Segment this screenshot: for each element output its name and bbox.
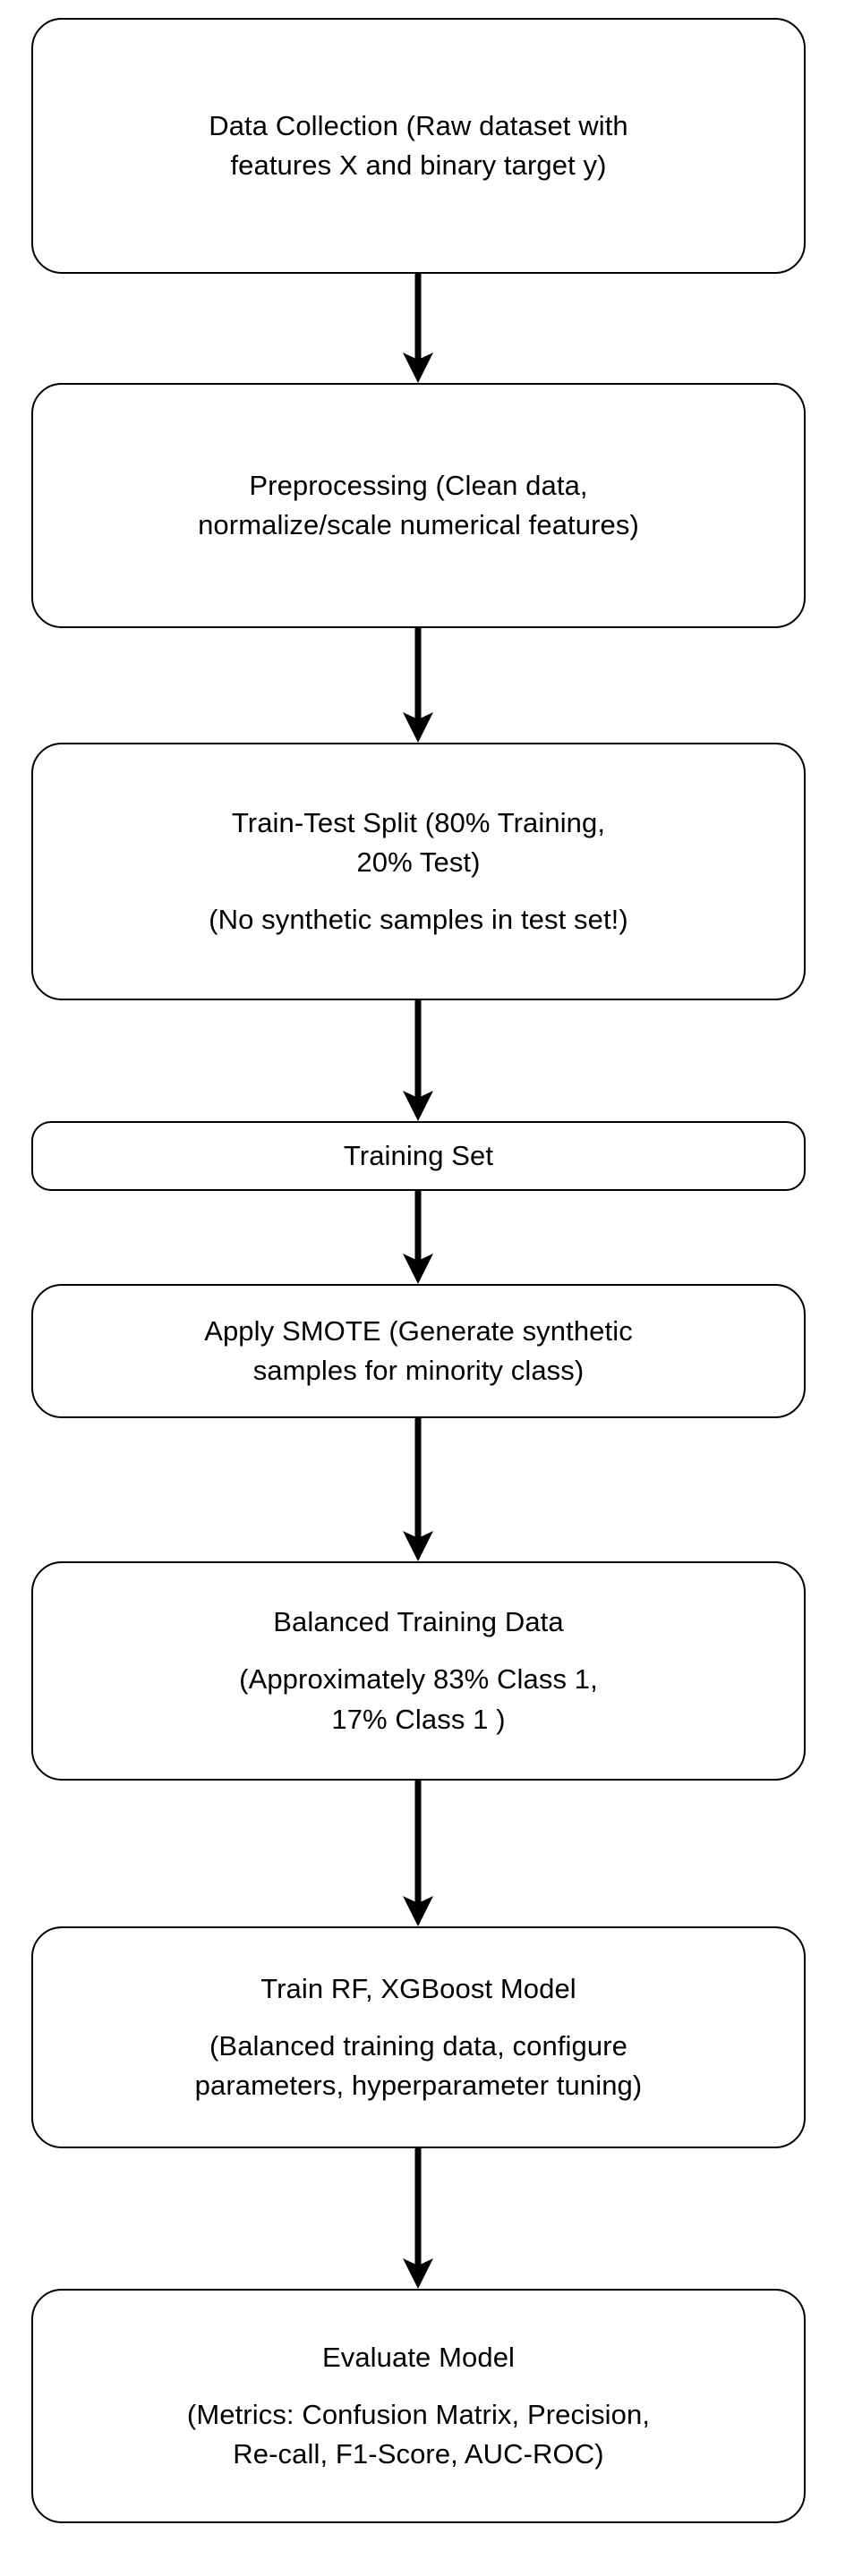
- arrow-train-test-split-to-training-set: [0, 1000, 845, 1121]
- node-apply-smote: Apply SMOTE (Generate synthetic samples …: [31, 1284, 806, 1418]
- node-text-block: Evaluate Model: [322, 2338, 515, 2377]
- node-text-block: Balanced Training Data: [273, 1603, 563, 1642]
- node-text-line: normalize/scale numerical features): [198, 509, 639, 540]
- node-text-line: Training Set: [343, 1139, 494, 1171]
- node-text-line: Train-Test Split (80% Training,: [231, 806, 606, 838]
- node-text-line: 17% Class 1 ): [331, 1703, 506, 1735]
- node-text-line: Evaluate Model: [321, 2341, 516, 2373]
- node-text-block: (Metrics: Confusion Matrix, Precision, R…: [187, 2395, 650, 2474]
- node-text-block: (Balanced training data, configure param…: [195, 2027, 643, 2105]
- node-text-block: Training Set: [344, 1136, 493, 1176]
- node-train-model: Train RF, XGBoost Model (Balanced traini…: [31, 1926, 806, 2148]
- node-text-block: Train RF, XGBoost Model: [260, 1969, 576, 2009]
- node-text-block: (No synthetic samples in test set!): [209, 900, 628, 939]
- node-text-line: Preprocessing (Clean data,: [249, 469, 588, 501]
- node-text-line: Train RF, XGBoost Model: [260, 1972, 576, 2004]
- node-text-line: Apply SMOTE (Generate synthetic: [204, 1314, 633, 1347]
- node-text-line: (No synthetic samples in test set!): [209, 904, 628, 935]
- node-text-line: (Approximately 83% Class 1,: [239, 1663, 598, 1696]
- node-text-line: (Balanced training data, configure: [209, 2029, 627, 2062]
- node-evaluate-model: Evaluate Model (Metrics: Confusion Matri…: [31, 2289, 806, 2523]
- node-train-test-split: Train-Test Split (80% Training, 20% Test…: [31, 743, 806, 1000]
- node-training-set: Training Set: [31, 1121, 806, 1191]
- node-text-line: parameters, hyperparameter tuning): [194, 2070, 643, 2101]
- node-text-block: Train-Test Split (80% Training, 20% Test…: [232, 803, 605, 882]
- arrow-data-collection-to-preprocessing: [0, 274, 845, 383]
- arrow-training-set-to-apply-smote: [0, 1191, 845, 1284]
- arrow-balanced-training-data-to-train-model: [0, 1781, 845, 1926]
- node-text-line: Balanced Training Data: [273, 1606, 564, 1638]
- node-text-block: Data Collection (Raw dataset with featur…: [209, 106, 628, 185]
- node-text-line: Data Collection (Raw dataset with: [209, 109, 628, 141]
- arrow-train-model-to-evaluate-model: [0, 2148, 845, 2289]
- node-text-line: 20% Test): [356, 846, 481, 878]
- node-text-line: samples for minority class): [252, 1355, 585, 1386]
- node-text-line: features X and binary target y): [230, 149, 607, 181]
- node-balanced-training-data: Balanced Training Data (Approximately 83…: [31, 1561, 806, 1781]
- node-text-line: (Metrics: Confusion Matrix, Precision,: [186, 2398, 651, 2430]
- arrow-apply-smote-to-balanced-training-data: [0, 1418, 845, 1561]
- node-text-block: Apply SMOTE (Generate synthetic samples …: [204, 1312, 633, 1390]
- node-data-collection: Data Collection (Raw dataset with featur…: [31, 18, 806, 274]
- node-text-line: Re-call, F1-Score, AUC-ROC): [233, 2438, 604, 2470]
- node-text-block: (Approximately 83% Class 1, 17% Class 1 …: [239, 1660, 598, 1739]
- node-preprocessing: Preprocessing (Clean data, normalize/sca…: [31, 383, 806, 628]
- node-text-block: Preprocessing (Clean data, normalize/sca…: [198, 466, 639, 545]
- arrow-preprocessing-to-train-test-split: [0, 628, 845, 743]
